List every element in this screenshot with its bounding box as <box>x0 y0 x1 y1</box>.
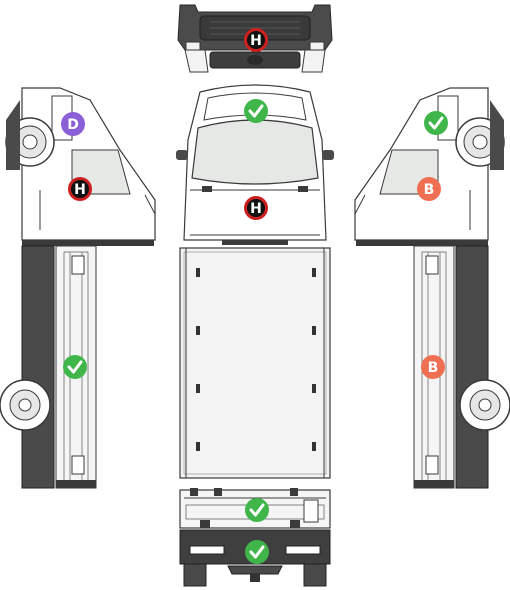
check-icon <box>67 360 83 374</box>
marker-label: D <box>67 117 79 133</box>
cargo-bed-top-view <box>179 247 331 479</box>
marker-badge <box>244 99 268 123</box>
marker-label: H <box>74 182 86 198</box>
marker-label: H <box>250 33 262 49</box>
cab-front-view <box>176 84 334 245</box>
check-icon <box>249 545 265 559</box>
damage-markers: H H D H B B <box>61 28 448 564</box>
marker-badge <box>61 112 85 136</box>
marker-badge <box>421 355 445 379</box>
marker-windshield <box>244 99 268 123</box>
marker-tailgate <box>245 498 269 522</box>
marker-right-cargo-side: B <box>421 355 445 379</box>
marker-badge <box>417 177 441 201</box>
marker-left-cab-door: H <box>68 177 92 201</box>
check-icon <box>248 104 264 118</box>
marker-badge <box>245 540 269 564</box>
marker-label: B <box>424 182 435 198</box>
marker-right-cab-top <box>424 111 448 135</box>
marker-label: H <box>250 201 262 217</box>
left-side-view <box>0 87 156 489</box>
marker-badge <box>245 498 269 522</box>
marker-badge <box>63 355 87 379</box>
marker-cab-front: H <box>244 196 268 220</box>
right-side-view <box>354 87 510 489</box>
marker-right-cab-door: B <box>417 177 441 201</box>
check-icon <box>428 116 444 130</box>
marker-rear-bumper <box>245 540 269 564</box>
marker-left-cargo-side <box>63 355 87 379</box>
marker-badge <box>424 111 448 135</box>
marker-left-cab-top: D <box>61 112 85 136</box>
check-icon <box>249 503 265 517</box>
marker-label: B <box>428 360 439 376</box>
front-bumper-view <box>177 4 333 73</box>
marker-front-bumper: H <box>244 28 268 52</box>
